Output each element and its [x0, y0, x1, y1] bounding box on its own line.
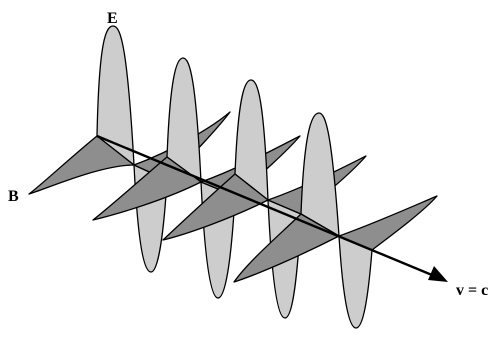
- propagation-arrow-head: [428, 266, 448, 282]
- e-field-lobe-down: [339, 236, 372, 328]
- velocity-label: v = c: [456, 282, 488, 299]
- e-field-label: E: [107, 10, 118, 27]
- b-field-label: B: [8, 188, 19, 205]
